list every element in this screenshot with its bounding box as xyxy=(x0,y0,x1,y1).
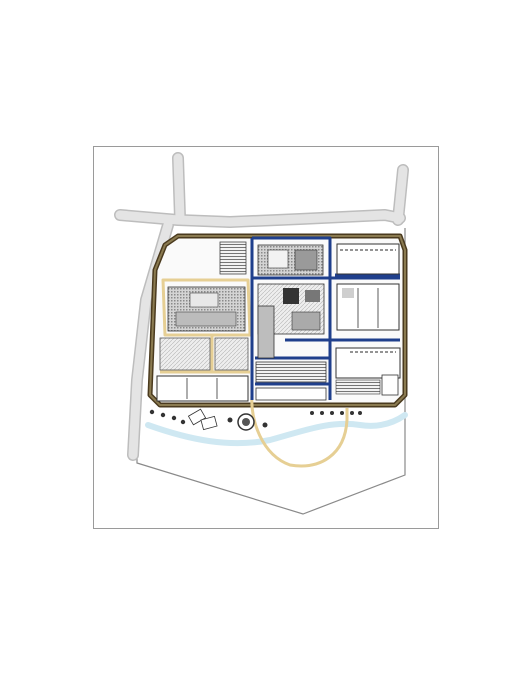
buildings xyxy=(156,241,401,402)
service-roads xyxy=(250,236,400,400)
tree-icon xyxy=(187,408,218,431)
building-block-south-center-b xyxy=(255,387,327,401)
building-block-south-center xyxy=(255,361,327,383)
water-edge xyxy=(145,412,408,447)
pad-south-west-b xyxy=(214,337,249,371)
parking-block-top-left xyxy=(219,241,247,275)
pad-south-west-a xyxy=(159,337,211,371)
building-block-south-west xyxy=(156,375,249,402)
compass-icon xyxy=(227,413,268,431)
south-edge-features xyxy=(149,409,362,425)
building-block-south-east xyxy=(335,347,401,379)
building-block-north-east xyxy=(336,243,400,275)
